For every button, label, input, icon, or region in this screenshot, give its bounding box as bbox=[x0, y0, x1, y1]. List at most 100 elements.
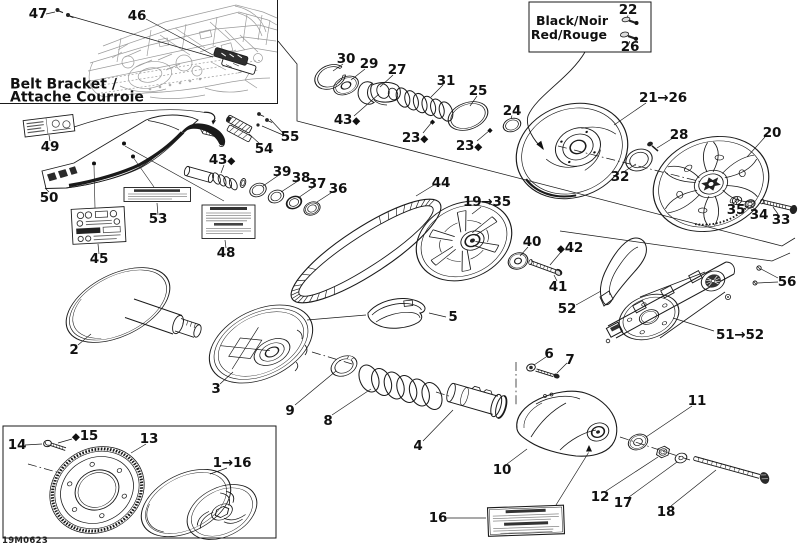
part-35-washer bbox=[731, 196, 743, 205]
part-51-bracket-assembly bbox=[605, 261, 762, 344]
part-label-33: 33 bbox=[772, 212, 790, 228]
part-label-43b: 43◆ bbox=[209, 152, 236, 168]
part-label-11: 11 bbox=[688, 393, 706, 409]
part-44-belt bbox=[290, 198, 442, 304]
title-line2: Attache Courroie bbox=[10, 90, 144, 106]
part-36-ring bbox=[303, 201, 321, 216]
sticker-16-arrow bbox=[586, 445, 592, 452]
part-55-screws bbox=[256, 112, 273, 127]
legend-icon-22 bbox=[621, 16, 639, 25]
leader-lines bbox=[24, 11, 779, 519]
part-label-45: 45 bbox=[90, 251, 108, 267]
part-25-ring bbox=[447, 101, 489, 131]
legend-icon-26 bbox=[619, 31, 639, 41]
part-39-ring bbox=[249, 182, 267, 198]
part-51-bearing bbox=[700, 270, 726, 292]
part-label-42: ◆42 bbox=[557, 240, 583, 256]
part-label-49: 49 bbox=[41, 139, 59, 155]
part-label-17: 17 bbox=[614, 495, 632, 511]
part-label-56: 56 bbox=[778, 274, 796, 290]
title-line1: Belt Bracket / bbox=[10, 77, 118, 93]
part-37-ring bbox=[285, 195, 303, 210]
part-1-pulley-assembly bbox=[140, 468, 258, 540]
part-label-47: 47 bbox=[29, 6, 47, 22]
part-label-40: 40 bbox=[523, 234, 541, 250]
part-label-23b: 23◆ bbox=[456, 138, 483, 154]
sticker-16-arrow-line bbox=[555, 452, 589, 506]
chassis-inset-box bbox=[0, 0, 278, 104]
part-46-belt-bracket bbox=[213, 47, 257, 75]
part-label-3: 3 bbox=[211, 381, 220, 397]
part-label-4: 4 bbox=[413, 438, 422, 454]
part-label-35: 35 bbox=[727, 202, 745, 218]
part-label-39: 39 bbox=[273, 164, 291, 180]
part-21-pulley bbox=[515, 102, 629, 200]
sticker-45 bbox=[70, 206, 127, 245]
part-label-25: 25 bbox=[469, 83, 487, 99]
part-label-22: 22 bbox=[619, 2, 637, 18]
part-33-bolt bbox=[760, 198, 798, 215]
part-8-spring bbox=[358, 364, 443, 411]
part-label-28: 28 bbox=[670, 127, 688, 143]
part-label-23a: 23◆ bbox=[402, 130, 429, 146]
part-43-sleeve-spring bbox=[183, 165, 247, 191]
part-label-55: 55 bbox=[281, 129, 299, 145]
part-label-10: 10 bbox=[493, 462, 511, 478]
part-label-20: 20 bbox=[763, 125, 781, 141]
part-5-slider-shoe bbox=[367, 297, 426, 329]
part-label-5: 5 bbox=[448, 309, 457, 325]
legend-box bbox=[528, 1, 652, 53]
part-label-38: 38 bbox=[292, 170, 310, 186]
part-label-53: 53 bbox=[149, 211, 167, 227]
part-label-15: ◆15 bbox=[72, 428, 98, 444]
part-label-8: 8 bbox=[323, 413, 332, 429]
part-9-spring-seat bbox=[330, 355, 358, 377]
part-34-washer bbox=[744, 199, 756, 209]
part-29-washer bbox=[333, 75, 359, 96]
guard-slots bbox=[47, 166, 78, 182]
part-24-ring bbox=[502, 117, 522, 133]
legend-black-noir: Black/Noir bbox=[536, 13, 609, 28]
part-label-43a: 43◆ bbox=[334, 112, 361, 128]
center-lines bbox=[27, 145, 703, 474]
part-30-snap-ring bbox=[314, 64, 346, 90]
belt-ribs bbox=[290, 199, 435, 303]
part-label-29: 29 bbox=[360, 56, 378, 72]
sticker-53 bbox=[123, 187, 191, 202]
part-label-48: 48 bbox=[217, 245, 235, 261]
part-6-nut bbox=[526, 363, 536, 372]
part-label-51-52: 51→52 bbox=[716, 327, 764, 343]
part-label-32: 32 bbox=[611, 169, 629, 185]
part-label-6: 6 bbox=[544, 346, 553, 362]
part-40-washer bbox=[507, 252, 529, 270]
part-27-roller-arm bbox=[357, 81, 401, 106]
part-label-13: 13 bbox=[140, 431, 158, 447]
sticker-16 bbox=[486, 504, 566, 537]
part-52-bracket bbox=[599, 237, 647, 307]
part-label-31: 31 bbox=[437, 73, 455, 89]
sticker-49 bbox=[22, 114, 76, 138]
part-38-ring bbox=[267, 189, 285, 204]
part-13-ring-gear bbox=[49, 446, 145, 534]
legend-content: 22 Black/Noir Red/Rouge 26 bbox=[526, 2, 639, 150]
part-label-54: 54 bbox=[255, 141, 273, 157]
part-label-1-16: 1→16 bbox=[213, 455, 252, 471]
part-label-34: 34 bbox=[750, 207, 768, 223]
separator-lines bbox=[277, 40, 796, 262]
part-14-screw bbox=[43, 439, 67, 451]
part-19-driven-pulley bbox=[415, 200, 513, 282]
part-label-41: 41 bbox=[549, 279, 567, 295]
drawing-code: 19M0623 bbox=[2, 536, 48, 544]
part-label-37: 37 bbox=[308, 176, 326, 192]
part-54-bracket bbox=[226, 114, 253, 143]
part-label-44: 44 bbox=[432, 175, 450, 191]
bottom-inset-box bbox=[2, 425, 277, 539]
part-label-52: 52 bbox=[558, 301, 576, 317]
part-label-7: 7 bbox=[565, 352, 574, 368]
part-12-nut bbox=[655, 445, 671, 459]
part-11-washer bbox=[627, 433, 649, 451]
part-41-bolt bbox=[528, 259, 563, 276]
